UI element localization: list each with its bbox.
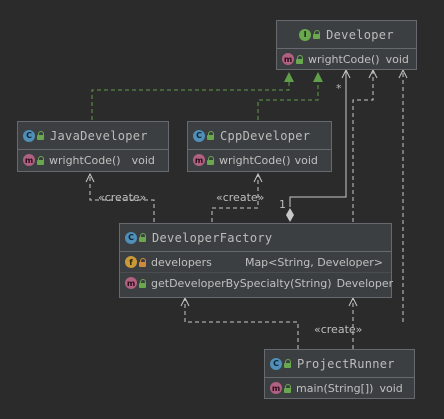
method-type: Developer — [336, 276, 394, 290]
runner-factory-line — [184, 298, 299, 349]
class-name: DeveloperFactory — [152, 230, 273, 245]
java-implements-line — [91, 74, 290, 120]
method-icon: m — [125, 277, 137, 289]
method-row: m getDeveloperBySpecialty(String) Develo… — [120, 272, 394, 293]
method-icon: m — [23, 154, 35, 166]
method-row: m wrightCode() void — [188, 150, 331, 170]
java-implements-arrow — [284, 72, 294, 82]
method-row: m wrightCode() void — [277, 49, 416, 69]
create-java-label: «create» — [98, 191, 147, 204]
multiplicity-many: * — [336, 82, 342, 95]
create-java-line — [89, 174, 155, 222]
field-type: Map<String, Developer> — [244, 255, 383, 269]
method-icon: m — [193, 154, 205, 166]
class-name: JavaDeveloper — [50, 128, 148, 143]
public-icon — [139, 233, 147, 242]
create-cpp-arrow — [253, 172, 263, 183]
public-icon — [207, 155, 215, 165]
field-row: f developers Map<String, Developer> — [120, 252, 391, 272]
method-name: main(String[]) — [296, 381, 374, 395]
developer-header: I Developer — [277, 21, 416, 49]
cpp-implements-arrow — [313, 72, 323, 82]
cpp-developer-class[interactable]: C CppDeveloper m wrightCode() void — [187, 121, 332, 172]
private-lock-icon — [139, 257, 147, 267]
create-java-arrow — [85, 172, 95, 183]
create-runner-arrow — [348, 296, 358, 307]
runner-header: C ProjectRunner — [265, 350, 414, 378]
create-cpp-line — [211, 174, 259, 222]
method-icon: m — [282, 53, 294, 65]
class-name: ProjectRunner — [297, 356, 395, 371]
method-type: void — [385, 52, 409, 66]
method-name: wrightCode() — [308, 52, 380, 66]
class-icon: C — [23, 129, 35, 142]
cpp-header: C CppDeveloper — [188, 122, 331, 150]
cpp-implements-line — [257, 74, 319, 120]
public-icon — [37, 131, 45, 140]
method-row: m wrightCode() void — [18, 150, 168, 170]
create-cpp-label: «create» — [216, 191, 265, 204]
field-icon: f — [125, 256, 137, 268]
public-icon — [207, 131, 215, 140]
class-icon: C — [193, 129, 205, 142]
method-type: void — [294, 153, 318, 167]
method-type: void — [131, 153, 155, 167]
runner-factory-arrow — [180, 296, 190, 307]
class-icon: C — [125, 231, 137, 244]
factory-dep-arrow — [368, 68, 378, 79]
project-runner-class[interactable]: C ProjectRunner m main(String[]) void — [264, 349, 415, 399]
class-icon: C — [270, 357, 282, 370]
aggregation-arrow — [341, 68, 351, 79]
public-icon — [37, 155, 45, 165]
runner-dep-arrow — [398, 68, 408, 79]
public-icon — [284, 383, 292, 393]
public-icon — [296, 54, 304, 64]
create-runner-label: «create» — [314, 323, 363, 336]
method-name: getDeveloperBySpecialty(String) — [151, 276, 332, 290]
factory-header: C DeveloperFactory — [120, 224, 391, 252]
public-icon — [139, 278, 147, 288]
public-icon — [284, 359, 292, 368]
multiplicity-one: 1 — [279, 198, 286, 211]
java-header: C JavaDeveloper — [18, 122, 168, 150]
developer-factory-class[interactable]: C DeveloperFactory f developers Map<Stri… — [119, 223, 394, 298]
aggregation-diamond — [286, 208, 294, 222]
method-name: wrightCode() — [49, 153, 121, 167]
interface-icon: I — [299, 28, 312, 41]
method-type: void — [379, 381, 403, 395]
java-developer-class[interactable]: C JavaDeveloper m wrightCode() void — [17, 121, 169, 172]
class-name: Developer — [326, 27, 394, 42]
aggregation-line — [289, 70, 347, 207]
factory-dep-line — [352, 70, 374, 222]
method-row: m main(String[]) void — [265, 378, 414, 398]
class-name: CppDeveloper — [220, 128, 311, 143]
field-name: developers — [151, 255, 212, 269]
developer-interface[interactable]: I Developer m wrightCode() void — [276, 20, 417, 70]
method-name: wrightCode() — [219, 153, 291, 167]
public-icon — [313, 30, 321, 39]
method-icon: m — [270, 382, 282, 394]
